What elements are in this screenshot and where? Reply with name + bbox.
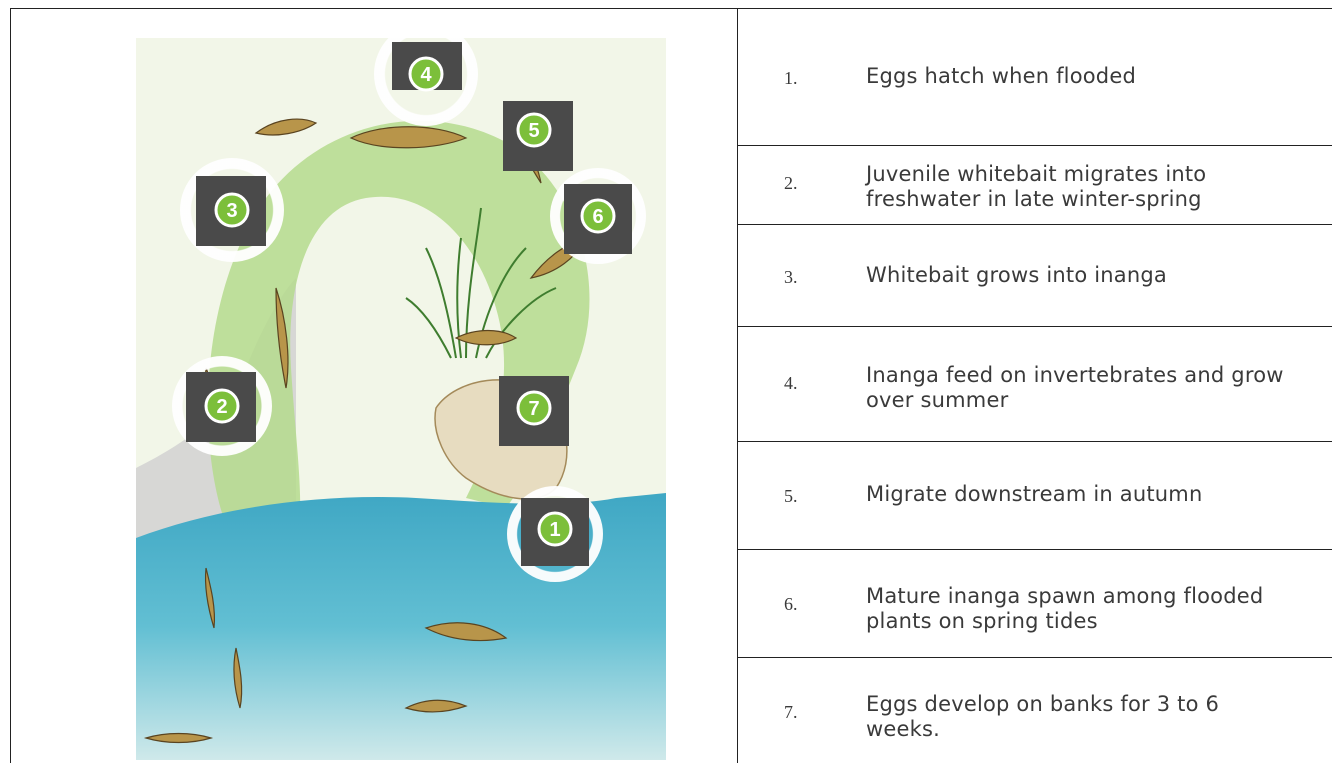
marker-label: 5 bbox=[528, 120, 539, 142]
step-row-5: 5. Migrate downstream in autumn bbox=[738, 442, 1332, 550]
marker-6[interactable]: 6 bbox=[550, 168, 646, 264]
step-row-4: 4. Inanga feed on invertebrates and grow… bbox=[738, 327, 1332, 442]
marker-label: 3 bbox=[226, 200, 237, 222]
inanga-lifecycle-illustration: 1 2 3 4 5 bbox=[136, 38, 666, 760]
step-number: 2. bbox=[784, 173, 798, 194]
step-text: Whitebait grows into inanga bbox=[866, 263, 1292, 288]
step-number: 5. bbox=[784, 486, 798, 507]
marker-label: 1 bbox=[549, 519, 560, 541]
step-text: Mature inanga spawn among flooded plants… bbox=[866, 584, 1292, 634]
step-text: Migrate downstream in autumn bbox=[866, 482, 1292, 507]
step-text: Inanga feed on invertebrates and grow ov… bbox=[866, 363, 1292, 413]
marker-5[interactable]: 5 bbox=[503, 101, 573, 171]
step-row-6: 6. Mature inanga spawn among flooded pla… bbox=[738, 550, 1332, 658]
marker-label: 6 bbox=[592, 206, 603, 228]
marker-label: 7 bbox=[528, 398, 539, 420]
step-text: Juvenile whitebait migrates into freshwa… bbox=[866, 162, 1292, 212]
step-number: 3. bbox=[784, 267, 798, 288]
marker-label: 2 bbox=[216, 396, 227, 418]
step-row-2: 2. Juvenile whitebait migrates into fres… bbox=[738, 146, 1332, 225]
step-number: 7. bbox=[784, 702, 798, 723]
marker-label: 4 bbox=[420, 64, 432, 86]
step-row-7: 7. Eggs develop on banks for 3 to 6 week… bbox=[738, 658, 1332, 763]
step-row-3: 3. Whitebait grows into inanga bbox=[738, 225, 1332, 327]
marker-7[interactable]: 7 bbox=[499, 376, 569, 446]
step-text: Eggs develop on banks for 3 to 6 weeks. bbox=[866, 692, 1292, 742]
lifecycle-steps-list: 1. Eggs hatch when flooded 2. Juvenile w… bbox=[738, 8, 1332, 763]
step-number: 6. bbox=[784, 594, 798, 615]
step-number: 1. bbox=[784, 68, 798, 89]
marker-3[interactable]: 3 bbox=[180, 158, 284, 262]
marker-2[interactable]: 2 bbox=[172, 356, 272, 456]
lifecycle-drawing: 1 2 3 4 5 bbox=[136, 38, 666, 760]
step-text: Eggs hatch when flooded bbox=[866, 64, 1292, 89]
step-number: 4. bbox=[784, 373, 798, 394]
step-row-1: 1. Eggs hatch when flooded bbox=[738, 8, 1332, 146]
marker-1[interactable]: 1 bbox=[507, 486, 603, 582]
